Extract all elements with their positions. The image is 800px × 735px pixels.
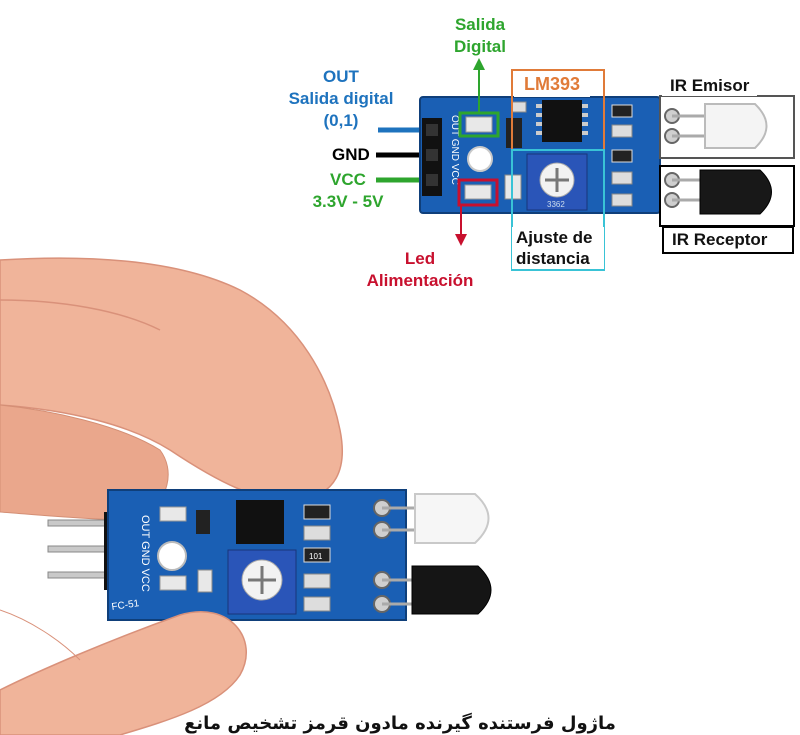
- label-out-line1: OUT: [323, 67, 359, 86]
- power-led: [464, 184, 492, 200]
- label-vcc: VCC 3.3V - 5V: [300, 169, 396, 213]
- svg-text:3362: 3362: [547, 200, 565, 209]
- label-ajuste-distancia: Ajuste de distancia: [512, 227, 604, 269]
- label-out-line3: (0,1): [323, 111, 359, 130]
- label-salida-digital-top: Salida Digital: [440, 14, 520, 58]
- lm393-chip: [536, 100, 588, 142]
- photo-ir-emitter: [414, 493, 490, 544]
- label-ajuste-line1: Ajuste de: [516, 228, 593, 247]
- pcb-pin-silk: OUT GND VCC: [449, 115, 460, 185]
- potentiometer: 3362: [526, 153, 588, 211]
- top-diagram: OUT GND VCC: [376, 58, 795, 271]
- label-out: OUT Salida digital (0,1): [286, 66, 396, 132]
- label-salida-digital-line2: Digital: [454, 37, 506, 56]
- label-vcc-line1: VCC: [330, 170, 366, 189]
- thumb: [0, 611, 247, 735]
- pin-header: [422, 118, 442, 196]
- label-out-line2: Salida digital: [288, 89, 394, 108]
- label-ajuste-line2: distancia: [516, 249, 590, 268]
- svg-text:FC-51: FC-51: [111, 598, 140, 613]
- label-lm393: LM393: [514, 72, 591, 97]
- ir-receiver: [672, 169, 772, 215]
- label-salida-digital-line1: Salida: [454, 15, 506, 34]
- image-caption: ماژول فرستنده گیرنده مادون قرمز تشخیص ما…: [184, 713, 616, 734]
- digital-led: [465, 116, 493, 133]
- ir-emitter: [672, 103, 768, 149]
- svg-text:OUT GND VCC: OUT GND VCC: [139, 515, 151, 592]
- label-vcc-line2: 3.3V - 5V: [312, 192, 384, 211]
- upper-finger: [0, 257, 344, 502]
- label-led-alimentacion: Led Alimentación: [350, 248, 490, 292]
- module-photo: OUT GND VCC FC-51 101: [0, 257, 492, 735]
- label-ir-emisor: IR Emisor: [662, 76, 758, 96]
- photo-ir-receiver: [411, 565, 492, 615]
- label-ir-receptor: IR Receptor: [662, 226, 794, 254]
- label-gnd: GND: [332, 145, 370, 164]
- svg-text:101: 101: [309, 552, 323, 561]
- mounting-hole: [467, 146, 493, 172]
- label-led-line2: Alimentación: [366, 271, 474, 290]
- label-led-line1: Led: [404, 249, 436, 268]
